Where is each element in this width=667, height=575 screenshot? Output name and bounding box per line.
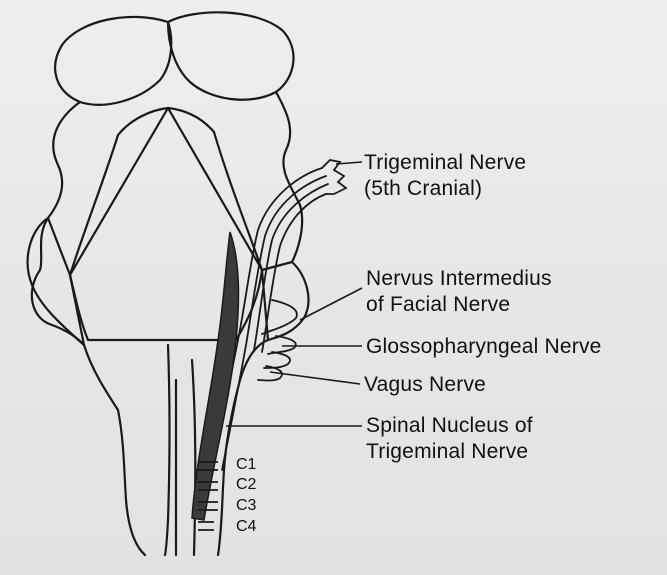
leader-vagus [270,372,360,384]
label-c2: C2 [236,476,256,494]
label-trigeminal-line1: Trigeminal Nerve [364,150,526,175]
label-c3: C3 [236,497,256,515]
label-intermedius-line2: of Facial Nerve [366,292,510,317]
label-intermedius-line1: Nervus Intermedius [366,266,552,291]
label-trigeminal-line2: (5th Cranial) [364,176,482,201]
label-glossopharyngeal: Glossopharyngeal Nerve [366,334,602,359]
label-c1: C1 [236,456,256,474]
label-spinal-nucleus-line2: Trigeminal Nerve [366,439,528,464]
spinal-nucleus-band [192,232,238,520]
superior-lobe-right [168,12,293,99]
label-c4: C4 [236,518,256,536]
superior-lobe-left [55,17,171,105]
label-spinal-nucleus-line1: Spinal Nucleus of [366,413,533,438]
label-vagus: Vagus Nerve [364,372,486,397]
pons-outline [32,102,145,555]
